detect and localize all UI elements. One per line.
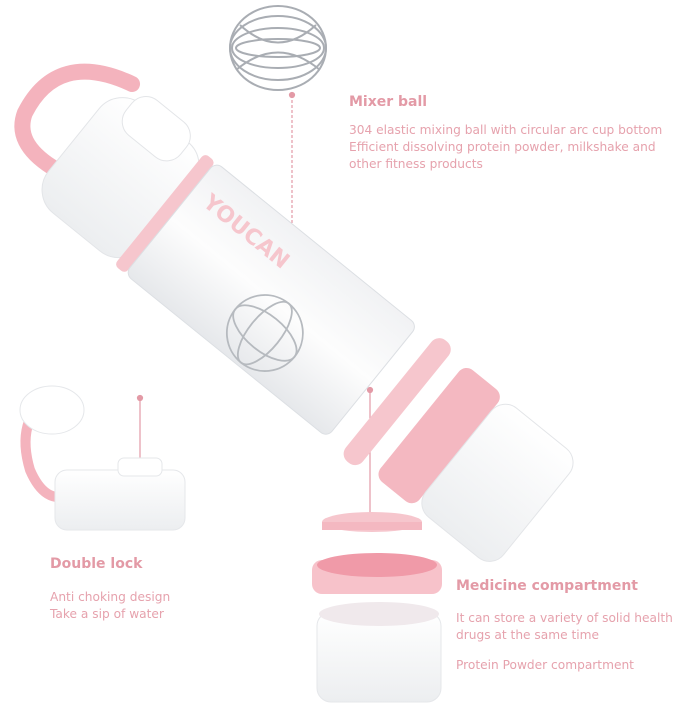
description-line: 304 elastic mixing ball with circular ar… bbox=[349, 123, 663, 137]
description-line: Efficient dissolving protein powder, mil… bbox=[349, 140, 656, 154]
leader-lines bbox=[136, 91, 374, 520]
medicine-compartment-title: Medicine compartment bbox=[456, 578, 638, 594]
description-line: drugs at the same time bbox=[456, 628, 600, 642]
description-line: Anti choking design bbox=[50, 590, 171, 604]
double-lock-description: Anti choking design Take a sip of water bbox=[50, 589, 170, 623]
mixer-ball-spring bbox=[229, 5, 327, 91]
description-line: other fitness products bbox=[349, 157, 483, 171]
description-line: Take a sip of water bbox=[50, 607, 164, 621]
medicine-compartment-set bbox=[312, 512, 442, 703]
shaker-bottle: YOUCAN bbox=[14, 63, 574, 562]
description-line: It can store a variety of solid health bbox=[456, 611, 673, 625]
medicine-compartment-description: It can store a variety of solid health d… bbox=[456, 610, 673, 644]
double-lock-title: Double lock bbox=[50, 556, 143, 572]
double-lock-lid bbox=[19, 385, 186, 531]
protein-powder-label: Protein Powder compartment bbox=[456, 658, 634, 672]
mixer-ball-title: Mixer ball bbox=[349, 94, 428, 110]
mixer-ball-description: 304 elastic mixing ball with circular ar… bbox=[349, 122, 662, 173]
